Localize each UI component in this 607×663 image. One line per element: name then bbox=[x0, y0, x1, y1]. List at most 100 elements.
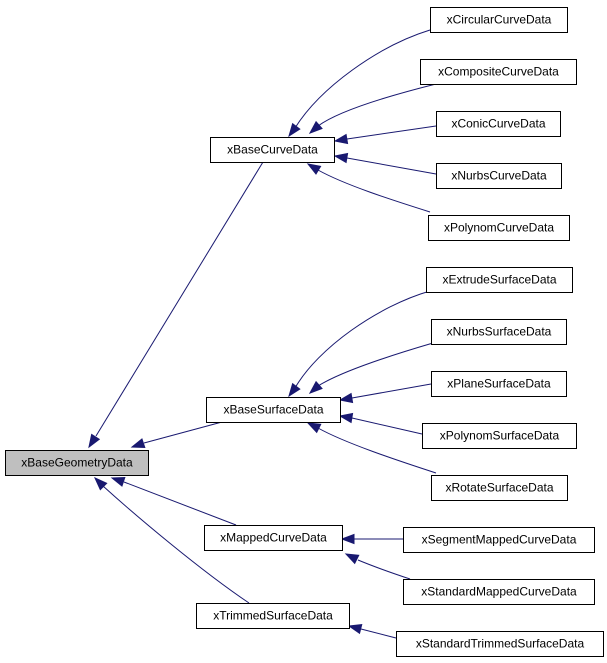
edge-line bbox=[357, 559, 411, 580]
edge-x-rotate-surface-data-to-x-base-surface-data bbox=[306, 422, 437, 474]
edge-x-extrude-surface-data-to-x-base-surface-data bbox=[288, 290, 431, 398]
edge-x-conic-curve-data-to-x-base-curve-data bbox=[333, 125, 437, 145]
node-box[interactable] bbox=[426, 267, 573, 293]
node-x-nurbs-surface-data[interactable]: xNurbsSurfaceData bbox=[431, 319, 567, 345]
node-box[interactable] bbox=[196, 603, 350, 629]
arrow-head-icon bbox=[340, 533, 355, 545]
edge-x-composite-curve-data-to-x-base-curve-data bbox=[308, 83, 437, 134]
node-x-composite-curve-data[interactable]: xCompositeCurveData bbox=[420, 59, 577, 85]
edge-line bbox=[143, 421, 223, 444]
node-x-rotate-surface-data[interactable]: xRotateSurfaceData bbox=[431, 475, 568, 501]
node-label: xBaseGeometryData bbox=[21, 456, 133, 470]
arrow-head-icon bbox=[347, 623, 363, 635]
node-x-polynom-surface-data[interactable]: xPolynomSurfaceData bbox=[422, 423, 577, 449]
node-box[interactable] bbox=[428, 215, 570, 241]
edge-x-base-surface-data-to-x-base-geometry-data bbox=[130, 421, 223, 449]
node-box[interactable] bbox=[403, 579, 595, 605]
node-box[interactable] bbox=[436, 111, 561, 137]
edge-x-standard-trimmed-surface-data-to-x-trimmed-surface-data bbox=[347, 623, 397, 639]
arrow-head-icon bbox=[308, 380, 323, 394]
arrow-head-icon bbox=[110, 476, 126, 487]
edge-line bbox=[123, 481, 237, 526]
node-box[interactable] bbox=[431, 475, 568, 501]
node-x-mapped-curve-data[interactable]: xMappedCurveData bbox=[204, 525, 343, 551]
node-label: xMappedCurveData bbox=[220, 531, 327, 545]
node-label: xStandardTrimmedSurfaceData bbox=[416, 637, 585, 651]
arrow-head-icon bbox=[333, 133, 349, 145]
node-x-trimmed-surface-data[interactable]: xTrimmedSurfaceData bbox=[196, 603, 350, 629]
edge-line bbox=[317, 342, 434, 387]
edge-line bbox=[351, 383, 432, 399]
node-x-extrude-surface-data[interactable]: xExtrudeSurfaceData bbox=[426, 267, 573, 293]
node-box[interactable] bbox=[436, 163, 562, 189]
node-box[interactable] bbox=[210, 137, 335, 163]
edges-layer bbox=[88, 29, 437, 639]
edge-line bbox=[346, 125, 437, 140]
node-x-base-geometry-data[interactable]: xBaseGeometryData bbox=[5, 450, 149, 476]
edge-x-polynom-surface-data-to-x-base-surface-data bbox=[338, 412, 423, 435]
arrow-head-icon bbox=[338, 392, 354, 404]
node-box[interactable] bbox=[431, 371, 567, 397]
edge-x-base-curve-data-to-x-base-geometry-data bbox=[88, 161, 264, 449]
node-x-circular-curve-data[interactable]: xCircularCurveData bbox=[430, 7, 568, 33]
node-label: xConicCurveData bbox=[451, 117, 545, 131]
node-box[interactable] bbox=[431, 319, 567, 345]
edge-line bbox=[360, 628, 397, 639]
node-label: xCompositeCurveData bbox=[438, 65, 559, 79]
node-box[interactable] bbox=[420, 59, 577, 85]
edge-x-trimmed-surface-data-to-x-base-geometry-data bbox=[93, 476, 250, 604]
edge-line bbox=[317, 169, 431, 213]
node-x-base-curve-data[interactable]: xBaseCurveData bbox=[210, 137, 335, 163]
node-label: xBaseSurfaceData bbox=[223, 403, 323, 417]
edge-x-plane-surface-data-to-x-base-surface-data bbox=[338, 383, 432, 404]
node-x-plane-surface-data[interactable]: xPlaneSurfaceData bbox=[431, 371, 567, 397]
node-x-base-surface-data[interactable]: xBaseSurfaceData bbox=[206, 397, 341, 423]
node-label: xExtrudeSurfaceData bbox=[442, 273, 556, 287]
edge-line bbox=[294, 29, 431, 129]
node-box[interactable] bbox=[396, 631, 604, 657]
node-label: xRotateSurfaceData bbox=[445, 481, 553, 495]
node-label: xPlaneSurfaceData bbox=[447, 377, 551, 391]
node-box[interactable] bbox=[430, 7, 568, 33]
arrow-head-icon bbox=[288, 382, 301, 398]
arrow-head-icon bbox=[93, 476, 108, 491]
node-x-segment-mapped-curve-data[interactable]: xSegmentMappedCurveData bbox=[403, 527, 595, 553]
node-label: xTrimmedSurfaceData bbox=[213, 609, 333, 623]
edge-line bbox=[317, 427, 437, 474]
node-x-polynom-curve-data[interactable]: xPolynomCurveData bbox=[428, 215, 570, 241]
node-label: xNurbsCurveData bbox=[451, 169, 547, 183]
node-x-standard-trimmed-surface-data[interactable]: xStandardTrimmedSurfaceData bbox=[396, 631, 604, 657]
node-x-conic-curve-data[interactable]: xConicCurveData bbox=[436, 111, 561, 137]
edge-line bbox=[346, 157, 437, 175]
edge-x-nurbs-curve-data-to-x-base-curve-data bbox=[333, 152, 437, 175]
edge-x-nurbs-surface-data-to-x-base-surface-data bbox=[308, 342, 434, 394]
edge-x-polynom-curve-data-to-x-base-curve-data bbox=[306, 163, 431, 213]
node-label: xSegmentMappedCurveData bbox=[422, 533, 577, 547]
node-box[interactable] bbox=[5, 450, 149, 476]
edge-line bbox=[294, 290, 431, 389]
nodes-layer: xBaseGeometryData xBaseCurveData xBaseSurf… bbox=[5, 7, 604, 657]
node-label: xPolynomSurfaceData bbox=[440, 429, 560, 443]
edge-line bbox=[95, 161, 264, 437]
node-box[interactable] bbox=[206, 397, 341, 423]
arrow-head-icon bbox=[308, 120, 323, 134]
edge-line bbox=[317, 83, 437, 127]
node-x-standard-mapped-curve-data[interactable]: xStandardMappedCurveData bbox=[403, 579, 595, 605]
node-label: xCircularCurveData bbox=[447, 13, 552, 27]
node-box[interactable] bbox=[204, 525, 343, 551]
node-label: xNurbsSurfaceData bbox=[447, 325, 552, 339]
arrow-head-icon bbox=[288, 122, 301, 138]
arrow-head-icon bbox=[333, 152, 349, 164]
edge-line bbox=[102, 485, 250, 604]
edge-x-segment-mapped-curve-data-to-x-mapped-curve-data bbox=[340, 533, 403, 545]
node-label: xBaseCurveData bbox=[227, 143, 318, 157]
arrow-head-icon bbox=[306, 422, 322, 434]
edge-line bbox=[351, 417, 423, 435]
arrow-head-icon bbox=[338, 412, 354, 424]
node-box[interactable] bbox=[403, 527, 595, 553]
node-box[interactable] bbox=[422, 423, 577, 449]
edge-x-mapped-curve-data-to-x-base-geometry-data bbox=[110, 476, 237, 526]
arrow-head-icon bbox=[306, 163, 322, 175]
node-x-nurbs-curve-data[interactable]: xNurbsCurveData bbox=[436, 163, 562, 189]
